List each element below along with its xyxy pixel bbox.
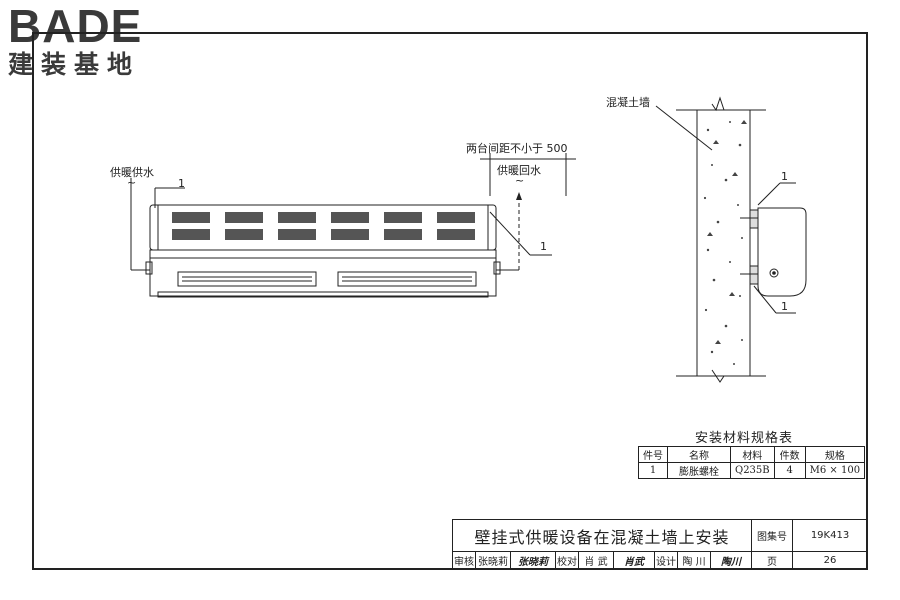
table-cell: 膨胀螺栓: [667, 462, 731, 479]
drawing-frame: [32, 32, 868, 570]
heater-louver-right: [337, 271, 477, 287]
page-number: 26: [792, 551, 868, 570]
spec-table-title: 安装材料规格表: [694, 431, 793, 446]
title-block: 壁挂式供暖设备在混凝土墙上安装 图集号 19K413 审核 张晓莉 张晓莉 校对…: [452, 519, 868, 570]
checker-name: 肖 武: [578, 551, 614, 570]
heater-louver-left: [177, 271, 317, 287]
reviewer-signature: 张晓莉: [510, 551, 556, 570]
front-pipes: [130, 153, 576, 271]
table-cell: M6 × 100: [804, 462, 866, 479]
bade-logo: BADE 建装基地: [8, 2, 142, 80]
lower-bracket: [749, 265, 759, 285]
concrete-hatching: [703, 120, 747, 365]
heater-upper-body: [149, 204, 497, 251]
callout-right: 1: [540, 240, 547, 253]
spec-table: 件号 名称 材料 件数 规格 1 膨胀螺栓 Q235B 4 M6 × 100: [638, 446, 866, 479]
page-label: 页: [751, 551, 793, 570]
heater-front-view: [145, 204, 501, 298]
return-tilde-icon: ~: [515, 174, 525, 187]
pipe-connector-icon: [772, 271, 776, 275]
reviewer-name: 张晓莉: [475, 551, 511, 570]
return-arrow-icon: [516, 192, 522, 200]
header-cell: 件号: [638, 446, 668, 463]
wall-label: 混凝土墙: [606, 96, 650, 109]
logo-text-cn: 建装基地: [8, 50, 141, 79]
header-cell: 名称: [667, 446, 731, 463]
heater-vent-grilles: [172, 212, 475, 240]
designer-name: 陶 川: [677, 551, 711, 570]
callout-side-top: 1: [781, 170, 788, 183]
table-cell: 4: [773, 462, 806, 479]
header-cell: 件数: [773, 446, 806, 463]
header-cell: 材料: [730, 446, 775, 463]
atlas-label: 图集号: [751, 519, 793, 552]
atlas-number: 19K413: [792, 519, 868, 552]
heater-side-view: [655, 105, 807, 314]
upper-bracket: [749, 209, 759, 229]
supply-water-label: 供暖供水: [110, 166, 154, 179]
header-cell: 规格: [804, 446, 866, 463]
review-label: 审核: [452, 551, 476, 570]
return-water-label: 供暖回水: [497, 164, 541, 177]
supply-arrow-icon: ~: [127, 176, 137, 189]
checker-signature: 肖武: [613, 551, 655, 570]
callout-side-bottom: 1: [781, 300, 788, 313]
logo-text-en: BADE: [8, 0, 143, 52]
check-label: 校对: [555, 551, 579, 570]
design-label: 设计: [654, 551, 678, 570]
spacing-label: 两台间距不小于 500: [466, 142, 568, 155]
drawing-title: 壁挂式供暖设备在混凝土墙上安装: [452, 519, 752, 552]
table-row: 1 膨胀螺栓 Q235B 4 M6 × 100: [638, 462, 866, 479]
table-cell: 1: [638, 462, 668, 479]
table-cell: Q235B: [730, 462, 775, 479]
concrete-wall-section: [676, 96, 766, 383]
designer-signature: 陶川: [710, 551, 752, 570]
spec-table-header: 件号 名称 材料 件数 规格: [638, 446, 866, 463]
callout-left: 1: [178, 177, 185, 190]
heater-lower-body: [149, 249, 497, 297]
